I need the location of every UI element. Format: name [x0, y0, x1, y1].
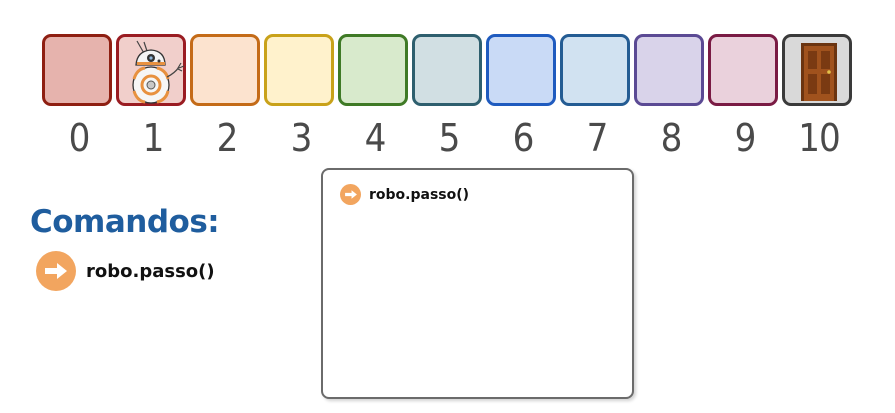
grid-cell-9 — [708, 34, 778, 106]
cell-index-6: 6 — [512, 116, 535, 160]
grid-cell-1 — [116, 34, 186, 106]
arrow-right-icon — [36, 251, 76, 291]
door-icon — [801, 43, 837, 101]
grid-cell-5 — [412, 34, 482, 106]
grid-cell-3 — [264, 34, 334, 106]
program-line[interactable]: robo.passo() — [340, 184, 469, 205]
grid-cell-6 — [486, 34, 556, 106]
program-line-label: robo.passo() — [369, 186, 470, 203]
bb8-robot-icon — [132, 40, 185, 104]
grid-cell-10 — [782, 34, 852, 106]
grid-cell-4 — [338, 34, 408, 106]
grid-cell-0 — [42, 34, 112, 106]
cell-index-4: 4 — [364, 116, 387, 160]
cell-index-9: 9 — [734, 116, 757, 160]
cell-index-7: 7 — [586, 116, 609, 160]
arrow-right-icon — [340, 184, 361, 205]
grid-track — [42, 34, 857, 112]
cell-index-2: 2 — [216, 116, 239, 160]
program-editor[interactable]: robo.passo() — [321, 168, 634, 399]
cell-index-10: 10 — [798, 116, 841, 160]
cell-index-3: 3 — [290, 116, 313, 160]
command-robo-passo[interactable]: robo.passo() — [36, 251, 215, 291]
cell-index-8: 8 — [660, 116, 683, 160]
cell-index-0: 0 — [68, 116, 91, 160]
cell-index-5: 5 — [438, 116, 461, 160]
grid-cell-2 — [190, 34, 260, 106]
cell-index-1: 1 — [142, 116, 165, 160]
grid-cell-8 — [634, 34, 704, 106]
cell-index-labels: 0 1 2 3 4 5 6 7 8 9 10 — [42, 116, 857, 160]
grid-cell-7 — [560, 34, 630, 106]
command-label: robo.passo() — [86, 260, 215, 282]
commands-title: Comandos: — [30, 204, 220, 240]
